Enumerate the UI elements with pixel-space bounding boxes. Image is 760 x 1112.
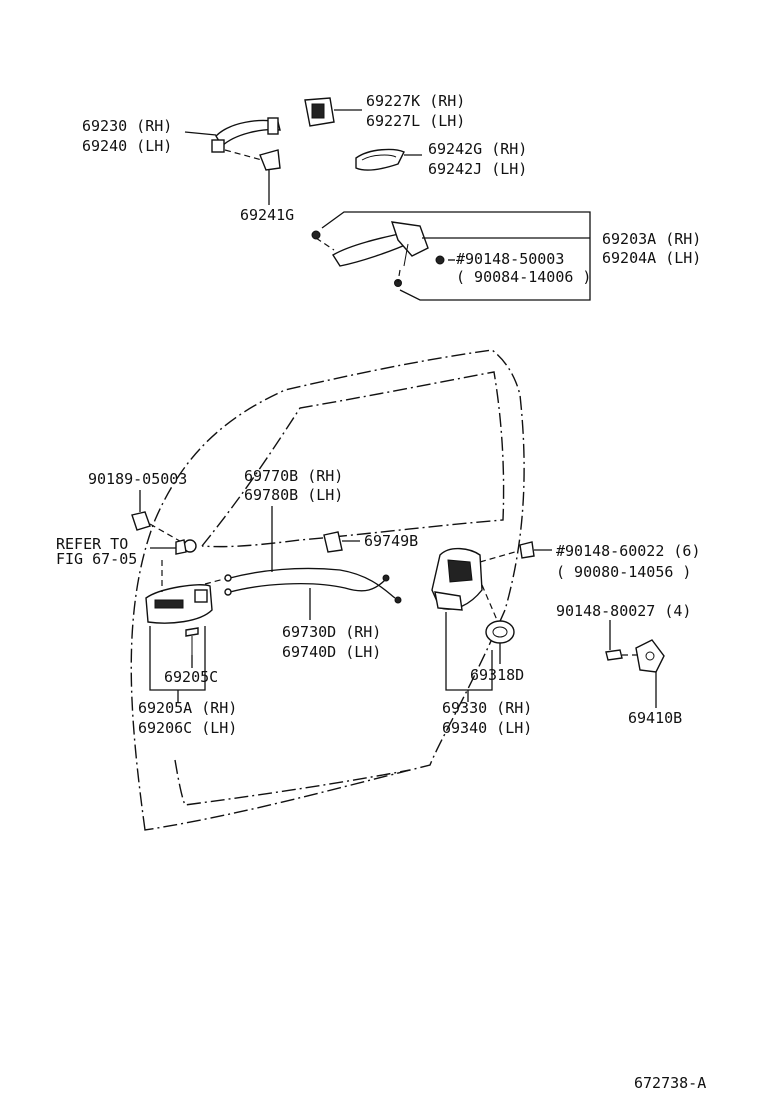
handle-frame-pad-part xyxy=(355,148,422,171)
label-90189-05003: 90189-05003 xyxy=(88,470,187,488)
handle-frame-part xyxy=(311,211,591,301)
frame-bracket-line xyxy=(321,211,591,301)
label-fig-67-05: FIG 67-05 xyxy=(56,550,137,568)
label-69203a: 69203A (RH) xyxy=(602,230,701,248)
handle-pad-part xyxy=(259,149,281,205)
handle-cover-part xyxy=(304,97,362,127)
label-69206c: 69206C (LH) xyxy=(138,719,237,737)
label-90080-14056: ( 90080-14056 ) xyxy=(556,563,691,581)
label-69740d: 69740D (LH) xyxy=(282,643,381,661)
leader-69230 xyxy=(184,131,217,136)
label-90148-50003: #90148-50003 xyxy=(456,250,564,268)
label-69749b: 69749B xyxy=(364,532,418,550)
label-69318d: 69318D xyxy=(470,666,524,684)
figure-id: 672738-A xyxy=(634,1074,706,1092)
label-69242g: 69242G (RH) xyxy=(428,140,527,158)
label-69227l: 69227L (LH) xyxy=(366,112,465,130)
label-69230: 69230 (RH) xyxy=(82,117,172,135)
striker-part xyxy=(605,620,665,708)
label-69730d: 69730D (RH) xyxy=(282,623,381,641)
door-panel-outline xyxy=(130,349,525,831)
label-69205a: 69205A (RH) xyxy=(138,699,237,717)
label-69780b: 69780B (LH) xyxy=(244,486,343,504)
label-69227k: 69227K (RH) xyxy=(366,92,465,110)
outside-handle-part xyxy=(184,117,281,161)
label-69770b: 69770B (RH) xyxy=(244,467,343,485)
door-lock-assembly-part xyxy=(431,547,516,702)
label-69410b: 69410B xyxy=(628,709,682,727)
label-90148-80027: 90148-80027 (4) xyxy=(556,602,691,620)
inside-handle-part xyxy=(145,560,229,702)
label-69204a: 69204A (LH) xyxy=(602,249,701,267)
label-69242j: 69242J (LH) xyxy=(428,160,527,178)
label-refer-to: REFER TO xyxy=(56,535,128,553)
label-90084-14006: ( 90084-14006 ) xyxy=(456,268,591,286)
rod-end-part xyxy=(150,539,197,555)
lock-screw-part xyxy=(519,541,552,559)
clip-part xyxy=(131,490,186,545)
lock-grommet-part xyxy=(485,620,515,664)
label-69241g: 69241G xyxy=(240,206,294,224)
label-69240: 69240 (LH) xyxy=(82,137,172,155)
lock-cables-part xyxy=(224,506,402,620)
label-90148-60022: #90148-60022 (6) xyxy=(556,542,701,560)
label-69330: 69330 (RH) xyxy=(442,699,532,717)
label-69340: 69340 (LH) xyxy=(442,719,532,737)
cable-clamp-part xyxy=(323,531,360,553)
label-69205c: 69205C xyxy=(164,668,218,686)
leader-69330 xyxy=(445,612,493,691)
